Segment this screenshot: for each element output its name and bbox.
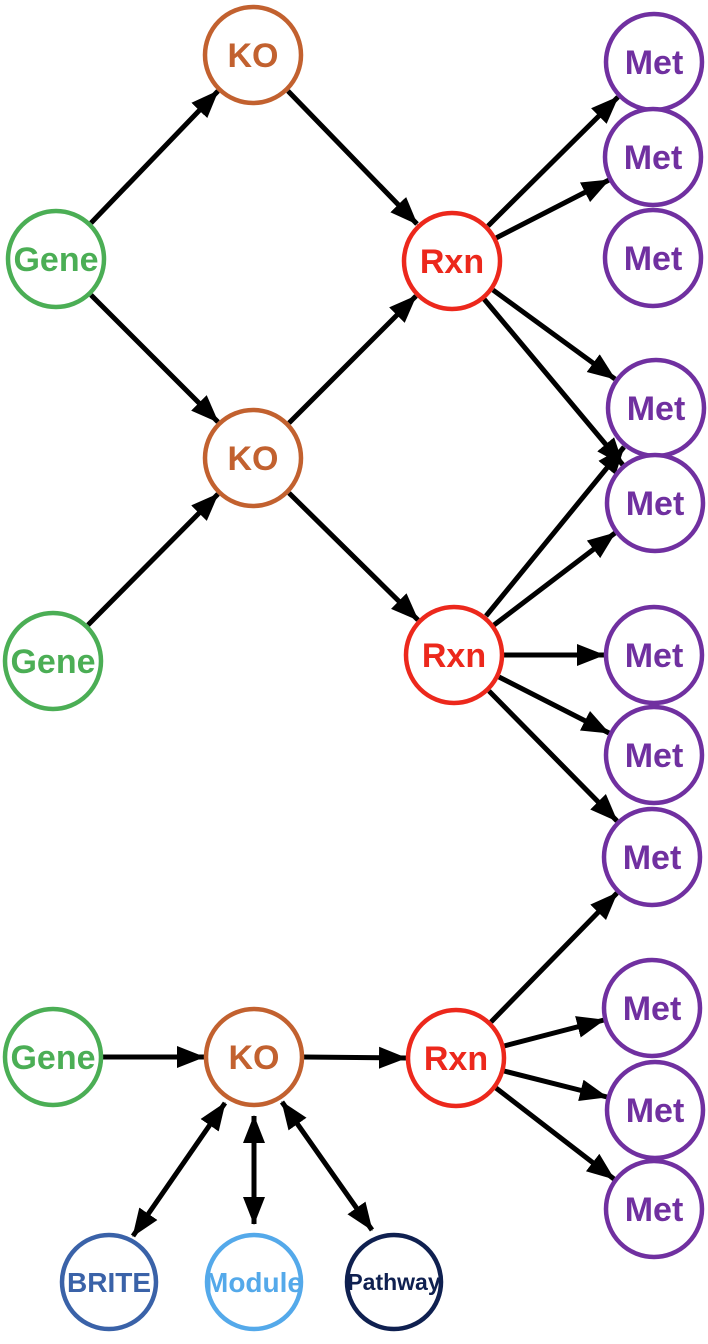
node-label: Met [623, 839, 682, 877]
node-label: Rxn [420, 243, 484, 281]
node-brite: BRITE [59, 1232, 159, 1332]
ko-node-circle [202, 407, 304, 509]
node-gene2: Gene [2, 610, 104, 712]
edge-rxn1-to-met2 [494, 177, 611, 241]
edge-ko3-to-pathway-bidirectional [279, 1100, 375, 1232]
edge-ko2-to-rxn1 [287, 294, 418, 425]
edge-gene1-to-ko1 [89, 89, 220, 225]
node-label: Gene [13, 241, 98, 279]
node-met9: Met [601, 957, 703, 1059]
node-met11: Met [603, 1158, 705, 1260]
node-ko2: KO [202, 407, 304, 509]
node-met7: Met [603, 704, 705, 806]
node-label: Met [624, 240, 683, 278]
met-node-circle [603, 1158, 705, 1260]
edge-rxn1-to-met5 [482, 297, 625, 467]
met-node-circle [603, 604, 705, 706]
node-label: Met [623, 990, 682, 1028]
node-met3: Met [602, 207, 704, 309]
node-rxn2: Rxn [403, 604, 505, 706]
edge-rxn3-to-met9 [503, 1016, 605, 1049]
module-node-circle [204, 1232, 304, 1332]
edge-rxn3-to-met8 [489, 891, 619, 1024]
node-met1: Met [603, 11, 705, 113]
edge-ko1-to-rxn1 [286, 89, 419, 226]
node-label: Gene [10, 643, 95, 681]
node-label: Met [624, 139, 683, 177]
node-ko3: KO [203, 1006, 305, 1108]
edge-ko3-to-rxn3 [303, 1046, 407, 1069]
node-label: Gene [10, 1039, 95, 1077]
met-node-circle [603, 704, 705, 806]
edge-ko2-to-rxn2 [287, 491, 420, 622]
edge-rxn2-to-met5 [492, 531, 617, 627]
node-gene1: Gene [5, 208, 107, 310]
edge-rxn2-to-met4 [484, 445, 626, 618]
ko-node-circle [202, 4, 304, 106]
node-label: KO [229, 1039, 280, 1077]
edge-rxn3-to-met10 [503, 1068, 608, 1102]
gene-node-circle [2, 610, 104, 712]
node-label: Rxn [422, 637, 486, 675]
rxn-node-circle [403, 604, 505, 706]
edge-rxn1-to-met1 [486, 95, 620, 228]
node-ko1: KO [202, 4, 304, 106]
node-label: Met [625, 44, 684, 82]
ko-node-circle [203, 1006, 305, 1108]
node-label: KO [228, 440, 279, 478]
node-met5: Met [604, 452, 706, 554]
edge-ko3-to-brite-bidirectional [130, 1101, 228, 1238]
met-node-circle [604, 452, 706, 554]
node-label: BRITE [67, 1267, 151, 1298]
edge-rxn3-to-met11 [494, 1086, 616, 1181]
node-label: Met [625, 1191, 684, 1229]
rxn-node-circle [401, 210, 503, 312]
edges-layer [86, 89, 626, 1238]
node-label: Met [625, 737, 684, 775]
node-met6: Met [603, 604, 705, 706]
met-node-circle [601, 957, 703, 1059]
node-met8: Met [601, 806, 703, 908]
node-label: Met [626, 485, 685, 523]
edge-gene2-to-ko2 [86, 492, 220, 627]
node-rxn1: Rxn [401, 210, 503, 312]
node-label: Met [626, 1092, 685, 1130]
node-rxn3: Rxn [405, 1007, 507, 1109]
node-gene3: Gene [2, 1006, 104, 1108]
node-label: Pathway [347, 1269, 441, 1295]
brite-node-circle [59, 1232, 159, 1332]
edge-gene1-to-ko2 [89, 293, 220, 424]
met-node-circle [602, 106, 704, 208]
node-module: Module [204, 1232, 304, 1332]
node-met2: Met [602, 106, 704, 208]
node-label: Met [625, 637, 684, 675]
nodes-layer: GeneGeneGeneKOKOKORxnRxnRxnMetMetMetMetM… [2, 4, 707, 1332]
met-node-circle [604, 1059, 706, 1161]
met-node-circle [601, 806, 703, 908]
node-label: Met [627, 390, 686, 428]
node-met10: Met [604, 1059, 706, 1161]
node-label: KO [228, 37, 279, 75]
gene-node-circle [5, 208, 107, 310]
node-label: Rxn [424, 1040, 488, 1078]
met-node-circle [602, 207, 704, 309]
pathway-node-circle [344, 1232, 444, 1332]
edge-rxn2-to-met7 [497, 674, 611, 736]
edge-rxn1-to-met4 [491, 287, 617, 382]
rxn-node-circle [405, 1007, 507, 1109]
edge-rxn2-to-met8 [487, 689, 619, 823]
node-met4: Met [605, 357, 707, 459]
node-label: Module [205, 1267, 303, 1298]
gene-node-circle [2, 1006, 104, 1108]
node-pathway: Pathway [344, 1232, 444, 1332]
